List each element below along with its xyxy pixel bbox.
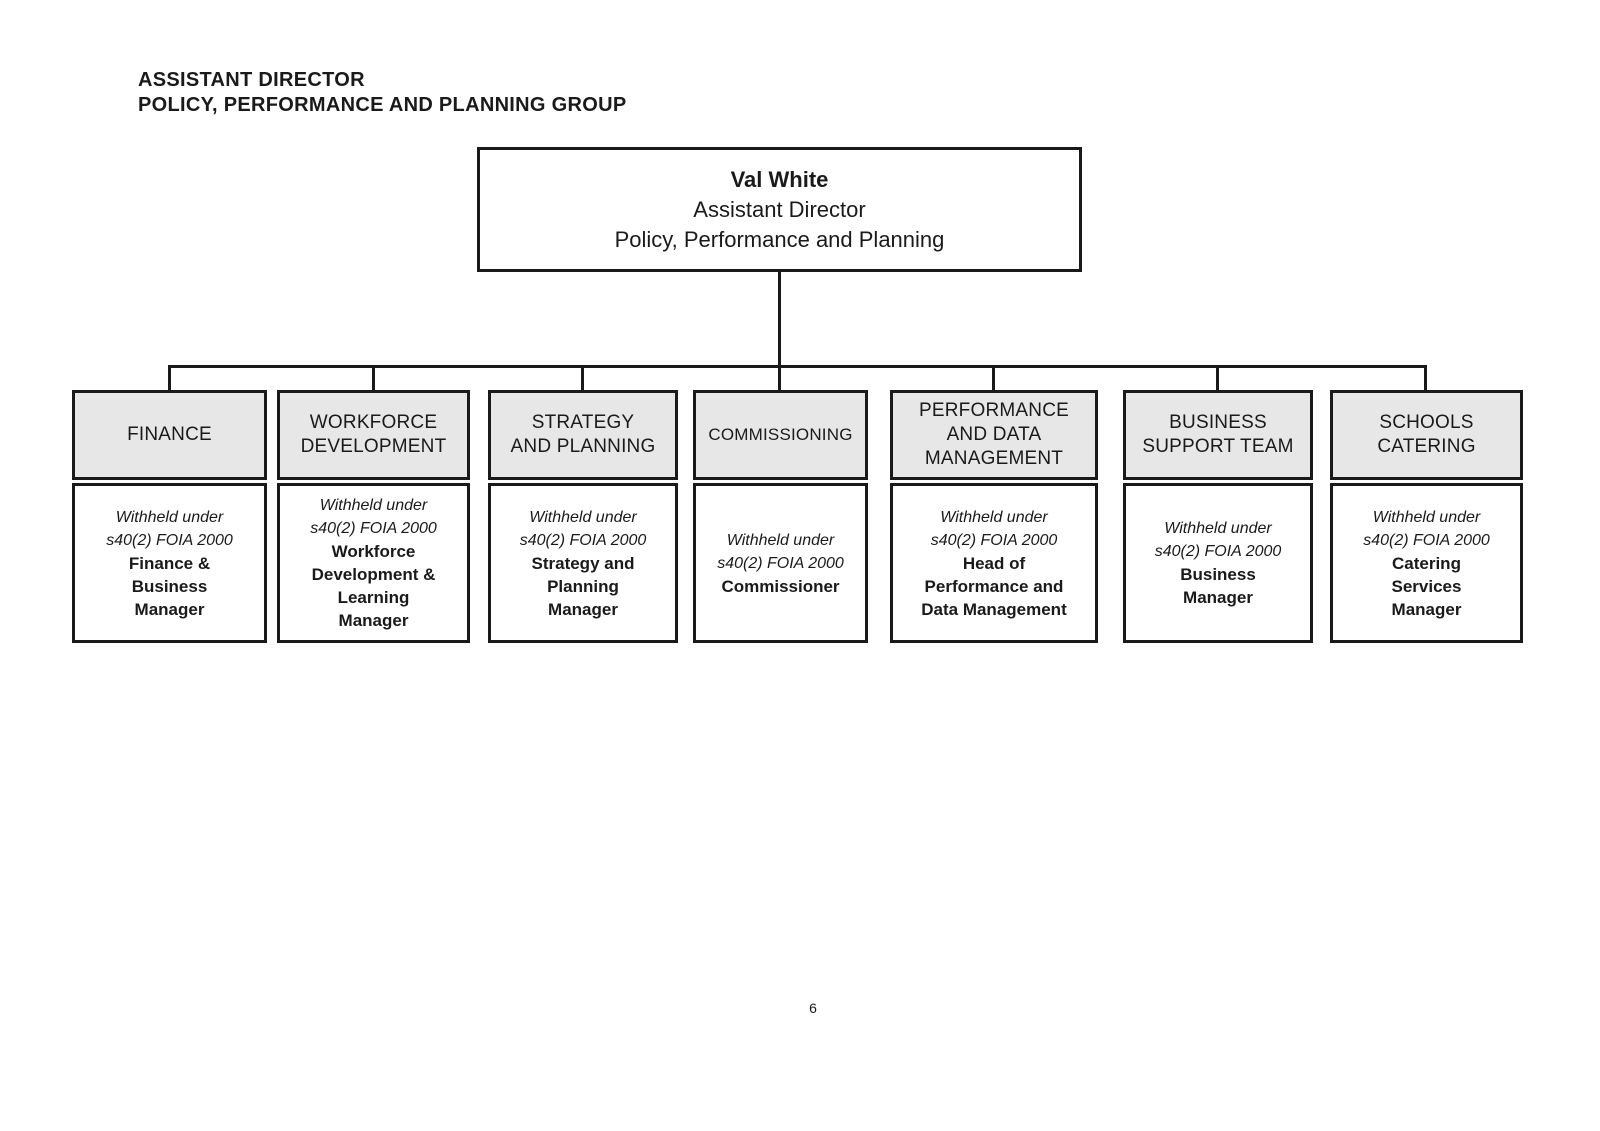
department-body: Withheld under s40(2) FOIA 2000 Finance … <box>72 483 267 643</box>
page-title: ASSISTANT DIRECTOR POLICY, PERFORMANCE A… <box>138 69 627 116</box>
connector-rail <box>168 365 1427 368</box>
root-person-group: Policy, Performance and Planning <box>614 226 945 252</box>
connector-stub-workforce-development <box>372 365 375 390</box>
department-header: WORKFORCE DEVELOPMENT <box>277 390 470 480</box>
department-column-finance: FINANCE Withheld under s40(2) FOIA 2000 … <box>72 390 267 643</box>
manager-title: Catering Services Manager <box>1391 553 1462 619</box>
org-root-box: Val White Assistant Director Policy, Per… <box>477 147 1082 272</box>
department-header: COMMISSIONING <box>693 390 868 480</box>
department-header: BUSINESS SUPPORT TEAM <box>1123 390 1313 480</box>
department-body: Withheld under s40(2) FOIA 2000 Head of … <box>890 483 1098 643</box>
department-body: Withheld under s40(2) FOIA 2000 Catering… <box>1330 483 1523 643</box>
department-body: Withheld under s40(2) FOIA 2000 Commissi… <box>693 483 868 643</box>
withheld-note: Withheld under s40(2) FOIA 2000 <box>310 497 437 537</box>
department-body: Withheld under s40(2) FOIA 2000 Workforc… <box>277 483 470 643</box>
department-column-schools-catering: SCHOOLS CATERING Withheld under s40(2) F… <box>1330 390 1523 643</box>
department-header: SCHOOLS CATERING <box>1330 390 1523 480</box>
manager-title: Finance & Business Manager <box>128 553 211 619</box>
manager-title: Strategy and Planning Manager <box>531 553 635 619</box>
connector-stub-commissioning <box>778 365 781 390</box>
connector-root-drop <box>778 272 781 365</box>
withheld-note: Withheld under s40(2) FOIA 2000 <box>1154 520 1282 560</box>
department-header: FINANCE <box>72 390 267 480</box>
page-number: 6 <box>809 1000 817 1016</box>
connector-stub-finance <box>168 365 171 390</box>
department-body: Withheld under s40(2) FOIA 2000 Strategy… <box>488 483 678 643</box>
withheld-note: Withheld under s40(2) FOIA 2000 <box>519 508 647 549</box>
department-column-performance-data: PERFORMANCE AND DATA MANAGEMENT Withheld… <box>890 390 1098 643</box>
manager-title: Business Manager <box>1180 565 1256 607</box>
department-header: PERFORMANCE AND DATA MANAGEMENT <box>890 390 1098 480</box>
root-person-role: Assistant Director <box>693 196 866 222</box>
department-header: STRATEGY AND PLANNING <box>488 390 678 480</box>
manager-title: Commissioner <box>721 576 840 596</box>
department-column-commissioning: COMMISSIONING Withheld under s40(2) FOIA… <box>693 390 868 643</box>
connector-stub-performance-data <box>992 365 995 390</box>
withheld-note: Withheld under s40(2) FOIA 2000 <box>106 508 233 549</box>
connector-stub-strategy-and-planning <box>581 365 584 390</box>
department-body: Withheld under s40(2) FOIA 2000 Business… <box>1123 483 1313 643</box>
manager-title: Workforce Development & Learning Manager <box>311 542 436 630</box>
root-person-name: Val White <box>730 166 829 192</box>
withheld-note: Withheld under s40(2) FOIA 2000 <box>930 508 1058 549</box>
manager-title: Head of Performance and Data Management <box>921 553 1067 619</box>
department-column-workforce-development: WORKFORCE DEVELOPMENT Withheld under s40… <box>277 390 470 643</box>
connector-stub-business-support <box>1216 365 1219 390</box>
department-column-business-support: BUSINESS SUPPORT TEAM Withheld under s40… <box>1123 390 1313 643</box>
connector-stub-schools-catering <box>1424 365 1427 390</box>
withheld-note: Withheld under s40(2) FOIA 2000 <box>717 531 844 572</box>
department-column-strategy-and-planning: STRATEGY AND PLANNING Withheld under s40… <box>488 390 678 643</box>
withheld-note: Withheld under s40(2) FOIA 2000 <box>1363 508 1490 549</box>
